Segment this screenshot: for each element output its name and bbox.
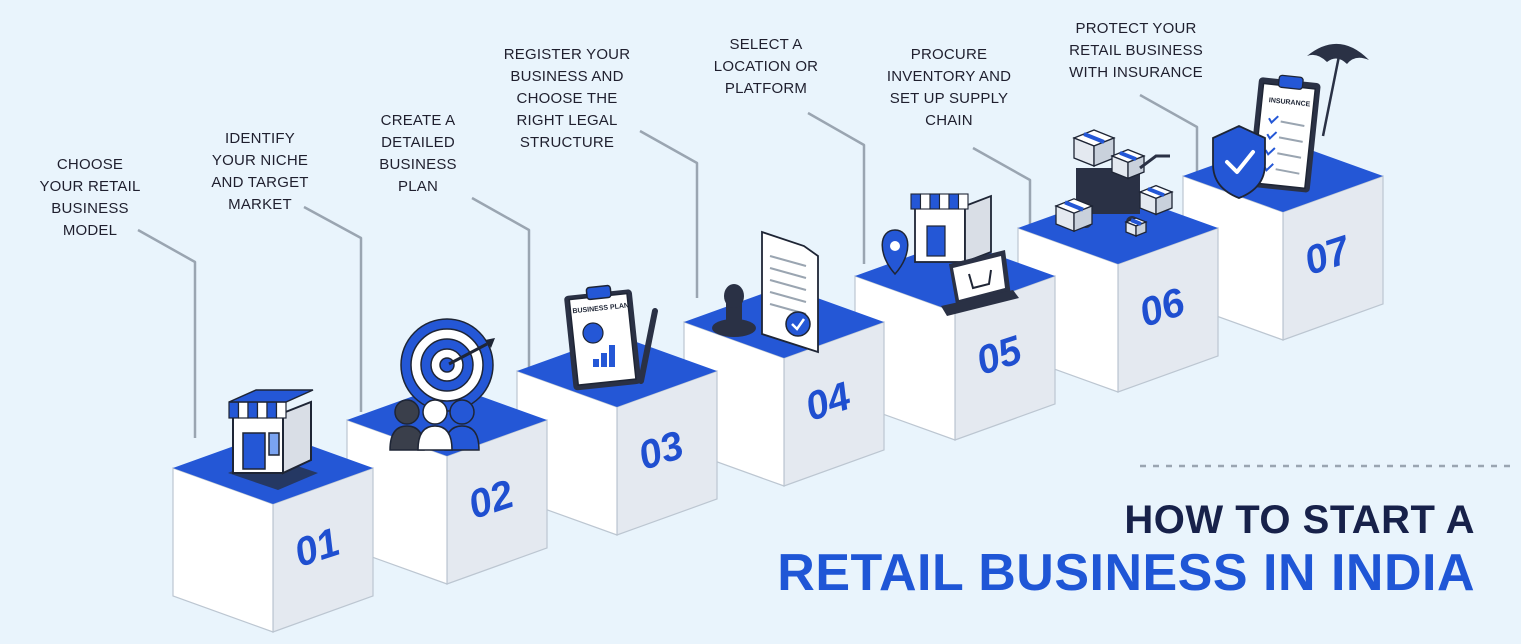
step-label-line: REGISTER YOUR xyxy=(503,46,631,63)
connector-line-03 xyxy=(471,196,531,376)
step-label-line: IDENTIFY xyxy=(225,130,295,147)
heading-line-2: RETAIL BUSINESS IN INDIA xyxy=(777,544,1475,602)
step-label-line: INVENTORY AND xyxy=(886,68,1012,85)
step-label-06: PROCURE INVENTORY AND SET UP SUPPLY CHAIN xyxy=(859,44,1039,132)
connector-line-06 xyxy=(972,146,1032,230)
step-label-line: CHAIN xyxy=(925,112,973,129)
stamp-document-icon xyxy=(712,230,819,354)
step-label-line: RETAIL BUSINESS xyxy=(1069,42,1203,59)
step-label-03: CREATE A DETAILED BUSINESS PLAN xyxy=(328,110,508,198)
step-label-line: SET UP SUPPLY xyxy=(889,90,1009,107)
connector-line-07 xyxy=(1139,93,1199,174)
step-label-line: CREATE A xyxy=(380,112,456,129)
step-box-02: 02 xyxy=(346,384,548,585)
step-label-line: MODEL xyxy=(62,222,118,239)
step-icons: BUSINESS PLAN INSURANCE xyxy=(228,43,1369,490)
business-plan-clipboard-icon: BUSINESS PLAN xyxy=(564,284,658,391)
step-label-line: MARKET xyxy=(228,196,292,213)
step-label-05: SELECT A LOCATION OR PLATFORM xyxy=(676,34,856,100)
connector-lines xyxy=(137,93,1199,438)
step-label-line: BUSINESS AND xyxy=(510,68,624,85)
step-label-line: BUSINESS xyxy=(379,156,457,173)
step-label-line: WITH INSURANCE xyxy=(1069,64,1203,81)
connector-line-05 xyxy=(807,111,866,264)
step-label-line: BUSINESS xyxy=(51,200,129,217)
step-label-line: CHOOSE xyxy=(56,156,124,173)
heading-line-1: HOW TO START A xyxy=(1124,498,1475,542)
step-label-line: YOUR RETAIL xyxy=(39,178,141,195)
connector-line-02 xyxy=(303,205,363,412)
step-label-line: PLAN xyxy=(398,178,438,195)
step-label-01: CHOOSE YOUR RETAIL BUSINESS MODEL xyxy=(0,154,180,242)
insurance-shield-umbrella-icon: INSURANCE xyxy=(1212,43,1369,199)
connector-line-01 xyxy=(137,228,197,438)
step-label-line: STRUCTURE xyxy=(519,134,615,151)
storefront-icon xyxy=(228,389,318,490)
step-label-line: RIGHT LEGAL xyxy=(516,112,618,129)
step-label-line: PROTECT YOUR xyxy=(1075,20,1197,37)
step-label-02: IDENTIFY YOUR NICHE AND TARGET MARKET xyxy=(170,128,350,216)
step-label-04: REGISTER YOUR BUSINESS AND CHOOSE THE RIGHT… xyxy=(477,44,657,154)
step-label-line: YOUR NICHE xyxy=(211,152,309,169)
connector-line-04 xyxy=(639,129,699,298)
store-location-laptop-icon xyxy=(881,193,1019,316)
step-label-line: PROCURE xyxy=(910,46,988,63)
insurance-text: INSURANCE xyxy=(1268,97,1310,108)
cart-boxes-icon xyxy=(1054,129,1174,237)
step-label-line: LOCATION OR xyxy=(713,58,819,75)
step-label-line: CHOOSE THE xyxy=(516,90,618,107)
step-label-07: PROTECT YOUR RETAIL BUSINESS WITH INSURANC… xyxy=(1046,18,1226,84)
step-label-line: AND TARGET xyxy=(211,174,309,191)
step-label-line: SELECT A xyxy=(729,36,803,53)
step-label-line: PLATFORM xyxy=(724,80,808,97)
target-audience-icon xyxy=(389,318,495,451)
step-label-line: DETAILED xyxy=(381,134,455,151)
